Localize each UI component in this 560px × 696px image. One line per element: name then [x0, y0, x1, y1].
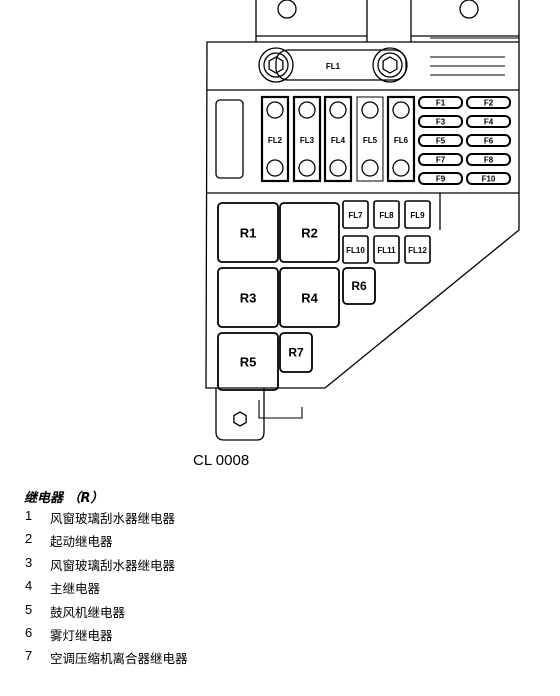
- small-fuse-label: FL12: [408, 246, 427, 255]
- relay-r2: R2: [279, 202, 340, 263]
- relay-r6: R6: [342, 267, 376, 305]
- fuse-link-fl6: FL6: [386, 95, 416, 183]
- small-fuse-fl7: FL7: [342, 200, 369, 229]
- mini-fuse-label: F8: [484, 156, 494, 165]
- relay-label: R4: [301, 291, 318, 306]
- item-text: 鼓风机继电器: [50, 604, 126, 620]
- top-fuse-label: FL1: [326, 62, 341, 71]
- mini-fuse-label: F3: [436, 118, 446, 127]
- bolt-icon: [372, 47, 408, 83]
- mini-fuse-f7: F7: [418, 153, 463, 166]
- mini-fuse-f2: F2: [466, 96, 511, 109]
- relay-label: R5: [240, 355, 257, 370]
- small-fuse-fl12: FL12: [404, 235, 431, 264]
- bolt-icon: [258, 47, 294, 83]
- upper-post-right-hole: [459, 0, 479, 19]
- mini-fuse-f3: F3: [418, 115, 463, 128]
- inner-step-line: [207, 192, 519, 230]
- small-fuse-fl11: FL11: [373, 235, 400, 264]
- mini-fuse-label: F6: [484, 137, 494, 146]
- item-number: 7: [25, 648, 33, 664]
- upper-post-left: [255, 0, 368, 42]
- fuse-link-label: FL3: [300, 136, 315, 145]
- mini-fuse-f10: F10: [466, 172, 511, 185]
- hex-bolt-icon: [233, 411, 247, 427]
- small-fuse-fl10: FL10: [342, 235, 369, 264]
- relay-r4: R4: [279, 267, 340, 328]
- mini-fuse-label: F9: [436, 175, 446, 184]
- relay-r3: R3: [217, 267, 279, 328]
- fuse-link-fl3: FL3: [292, 95, 322, 183]
- small-fuse-label: FL10: [346, 246, 365, 255]
- small-fuse-label: FL8: [379, 211, 394, 220]
- item-text: 风窗玻璃刮水器继电器: [50, 511, 176, 526]
- small-fuse-label: FL7: [348, 211, 363, 220]
- item-number: 4: [25, 578, 33, 594]
- fl1-strip: [275, 49, 407, 81]
- legend-title: 继电器 （R）: [24, 491, 104, 506]
- fuse-link-fl5: FL5: [356, 96, 384, 182]
- small-fuse-label: FL9: [410, 211, 425, 220]
- relay-label: R2: [301, 226, 318, 241]
- figure-caption: CL 0008: [193, 452, 250, 469]
- mini-fuse-label: F4: [484, 118, 494, 127]
- relay-label: R6: [351, 279, 367, 293]
- mini-fuse-label: F5: [436, 137, 446, 146]
- fuse-link-label: FL6: [394, 136, 409, 145]
- relay-label: R1: [240, 226, 257, 241]
- fuse-link-label: FL5: [363, 136, 378, 145]
- small-fuse-fl9: FL9: [404, 200, 431, 229]
- mini-fuse-f8: F8: [466, 153, 511, 166]
- relay-label: R3: [240, 291, 257, 306]
- mini-fuse-label: F2: [484, 99, 494, 108]
- small-fuse-label: FL11: [377, 246, 396, 255]
- item-text: 主继电器: [50, 581, 101, 597]
- housing-outline: [205, 41, 520, 389]
- left-blank-slot: [215, 99, 244, 179]
- fuse-link-label: FL2: [268, 136, 283, 145]
- item-number: 1: [25, 508, 33, 523]
- item-text: 风窗玻璃刮水器继电器: [50, 557, 176, 573]
- item-text: 雾灯继电器: [50, 627, 113, 643]
- mini-fuse-f5: F5: [418, 134, 463, 147]
- fuse-link-fl4: FL4: [323, 95, 353, 183]
- item-number: 5: [25, 601, 33, 617]
- item-text: 起动继电器: [50, 534, 113, 550]
- fuse-link-label: FL4: [331, 136, 346, 145]
- item-number: 3: [25, 554, 33, 570]
- mini-fuse-label: F7: [436, 156, 446, 165]
- relay-r7: R7: [279, 332, 313, 373]
- small-fuse-fl8: FL8: [373, 200, 400, 229]
- item-number: 2: [25, 531, 33, 547]
- mini-fuse-f6: F6: [466, 134, 511, 147]
- relay-label: R7: [288, 346, 304, 360]
- fuse-link-fl2: FL2: [260, 95, 290, 183]
- item-number: 6: [25, 624, 33, 640]
- mini-fuse-f1: F1: [418, 96, 463, 109]
- relay-r1: R1: [217, 202, 279, 263]
- upper-post-left-hole: [277, 0, 297, 19]
- mini-fuse-label: F1: [436, 99, 446, 108]
- relay-r5: R5: [217, 332, 279, 391]
- mounting-tab: [215, 388, 265, 441]
- mini-fuse-label: F10: [482, 175, 496, 184]
- mini-fuse-f9: F9: [418, 172, 463, 185]
- upper-post-right: [410, 0, 520, 42]
- mini-fuse-f4: F4: [466, 115, 511, 128]
- item-text: 空调压缩机离合器继电器: [50, 651, 188, 667]
